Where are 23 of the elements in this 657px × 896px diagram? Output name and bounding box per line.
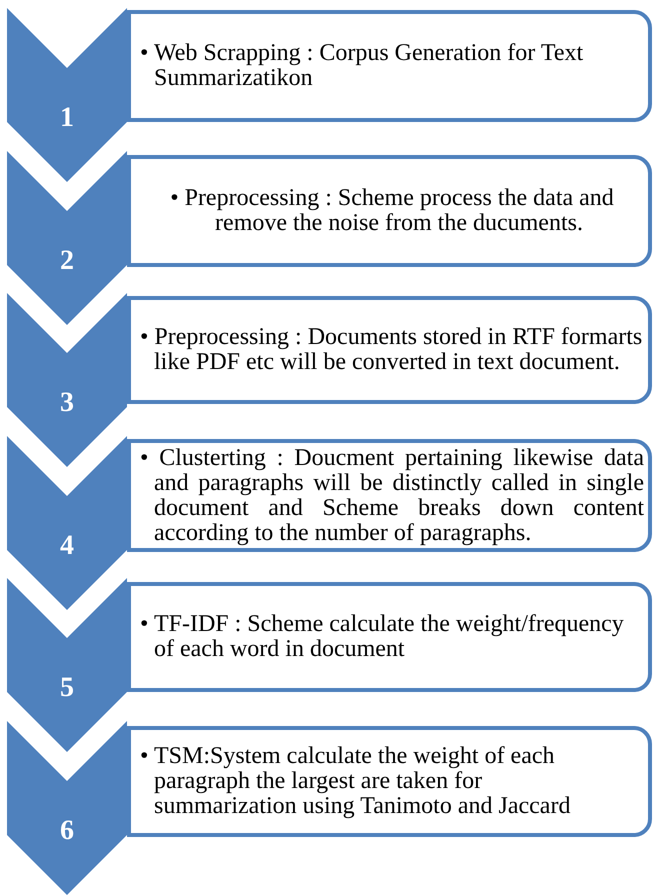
chevron-step	[7, 720, 127, 894]
step-box	[127, 582, 652, 692]
step-box	[127, 155, 652, 267]
step-description: • Preprocessing : Scheme process the data and remove the noise from the ducuments.	[169, 186, 615, 236]
step-number: 4	[59, 530, 75, 562]
chevron-step	[7, 293, 127, 467]
step-description: • TF-IDF : Scheme calculate the weight/frequency of each word in document	[139, 612, 625, 662]
chevron-step	[7, 150, 127, 324]
step-description: • Web Scrapping : Corpus Generation for Text Summarizatikon	[139, 41, 584, 91]
chevron-step	[7, 436, 127, 610]
step-description: • Preprocessing : Documents stored in RTF formarts like PDF etc will be converted in text document.	[139, 325, 644, 375]
step-box	[127, 726, 652, 837]
step-box	[127, 10, 652, 122]
chevron-step	[7, 8, 127, 182]
step-number: 5	[59, 672, 75, 704]
step-description: • Clusterting : Doucment pertaining likewise data and paragraphs will be distinctly called in single document and Scheme breaks down content according to the number of paragraphs.	[139, 446, 645, 546]
step-box	[127, 296, 652, 404]
step-number: 6	[59, 814, 75, 846]
step-description: • TSM:System calculate the weight of each paragraph the largest are taken for summarization using Tanimoto and Jaccard	[139, 744, 572, 819]
step-number: 1	[59, 102, 75, 134]
step-number: 2	[59, 244, 75, 276]
chevron-step	[7, 578, 127, 752]
step-number: 3	[59, 387, 75, 419]
